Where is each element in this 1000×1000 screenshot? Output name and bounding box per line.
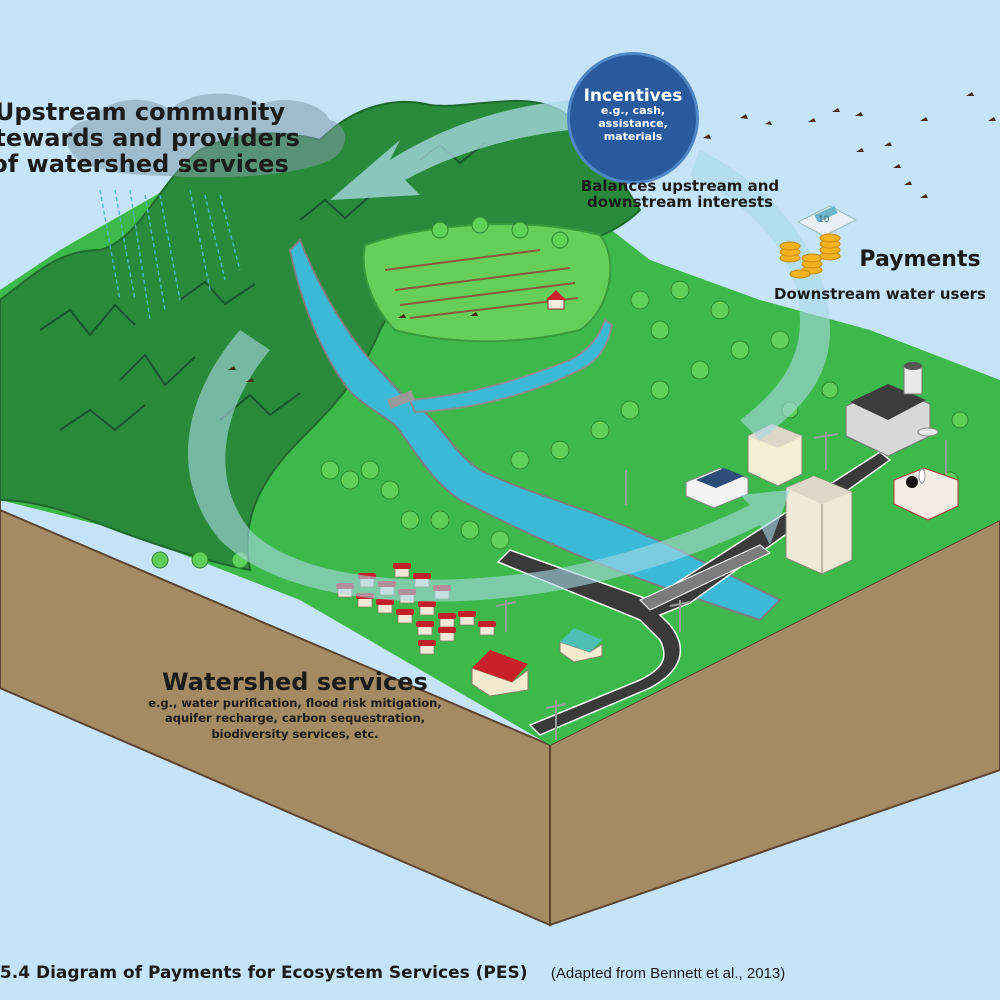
upstream-label-line-3: of watershed services — [0, 149, 289, 178]
upstream-label-line-1: Upstream community — [0, 98, 286, 126]
rain-cloud — [66, 93, 346, 178]
flow-arrow-downstream — [187, 330, 791, 602]
watershed-detail-1: e.g., water purification, flood risk mit… — [148, 695, 442, 710]
hill-ridges — [39, 142, 486, 432]
figure-title: ure 5.4 Diagram of Payments for Ecosyste… — [0, 963, 528, 983]
gas-station — [685, 467, 749, 509]
balances-line-1: Balances upstream and — [580, 177, 780, 195]
large-red-house — [471, 650, 529, 697]
power-poles — [495, 432, 947, 740]
money-icon: 10 — [779, 205, 858, 279]
dam — [387, 390, 415, 409]
watershed-detail-2: aquifer recharge, carbon sequestration, — [164, 711, 425, 726]
bridge — [639, 544, 771, 611]
river-upper-branch — [408, 318, 614, 414]
flow-arrow-upstream — [690, 150, 830, 440]
teal-house — [559, 628, 603, 663]
incentives-detail-2: assistance, — [598, 117, 668, 130]
downstream-users-label: Downstream water users — [774, 285, 986, 303]
payments-label: Payments — [859, 247, 981, 272]
incentives-title: Incentives — [583, 86, 683, 106]
incentives-circle: Incentives e.g., cash, assistance, mater… — [570, 55, 696, 181]
figure-source: (Adapted from Bennett et al., 2013) — [550, 965, 786, 982]
watershed-services-label: Watershed services e.g., water purificat… — [130, 668, 460, 742]
bird-flock — [228, 92, 996, 382]
banknote-label: 10 — [818, 215, 830, 225]
farm-barn-roof — [546, 290, 566, 300]
apartment-tower — [785, 475, 853, 575]
upstream-community-label: Upstream community stewards and provider… — [0, 98, 320, 178]
rain-streaks — [99, 189, 241, 321]
figure-caption: ure 5.4 Diagram of Payments for Ecosyste… — [0, 963, 1000, 983]
bowling-alley — [893, 467, 959, 521]
incentives-detail-3: materials — [603, 129, 663, 143]
watershed-services-title: Watershed services — [162, 668, 428, 696]
incentives-detail-1: e.g., cash, — [600, 104, 666, 118]
watershed-detail-3: biodiversity services, etc. — [211, 726, 379, 741]
balances-label: Balances upstream and downstream interes… — [565, 177, 795, 212]
upstream-label-line-2: stewards and providers — [0, 123, 300, 152]
factory — [845, 362, 939, 457]
balances-line-2: downstream interests — [587, 193, 773, 212]
